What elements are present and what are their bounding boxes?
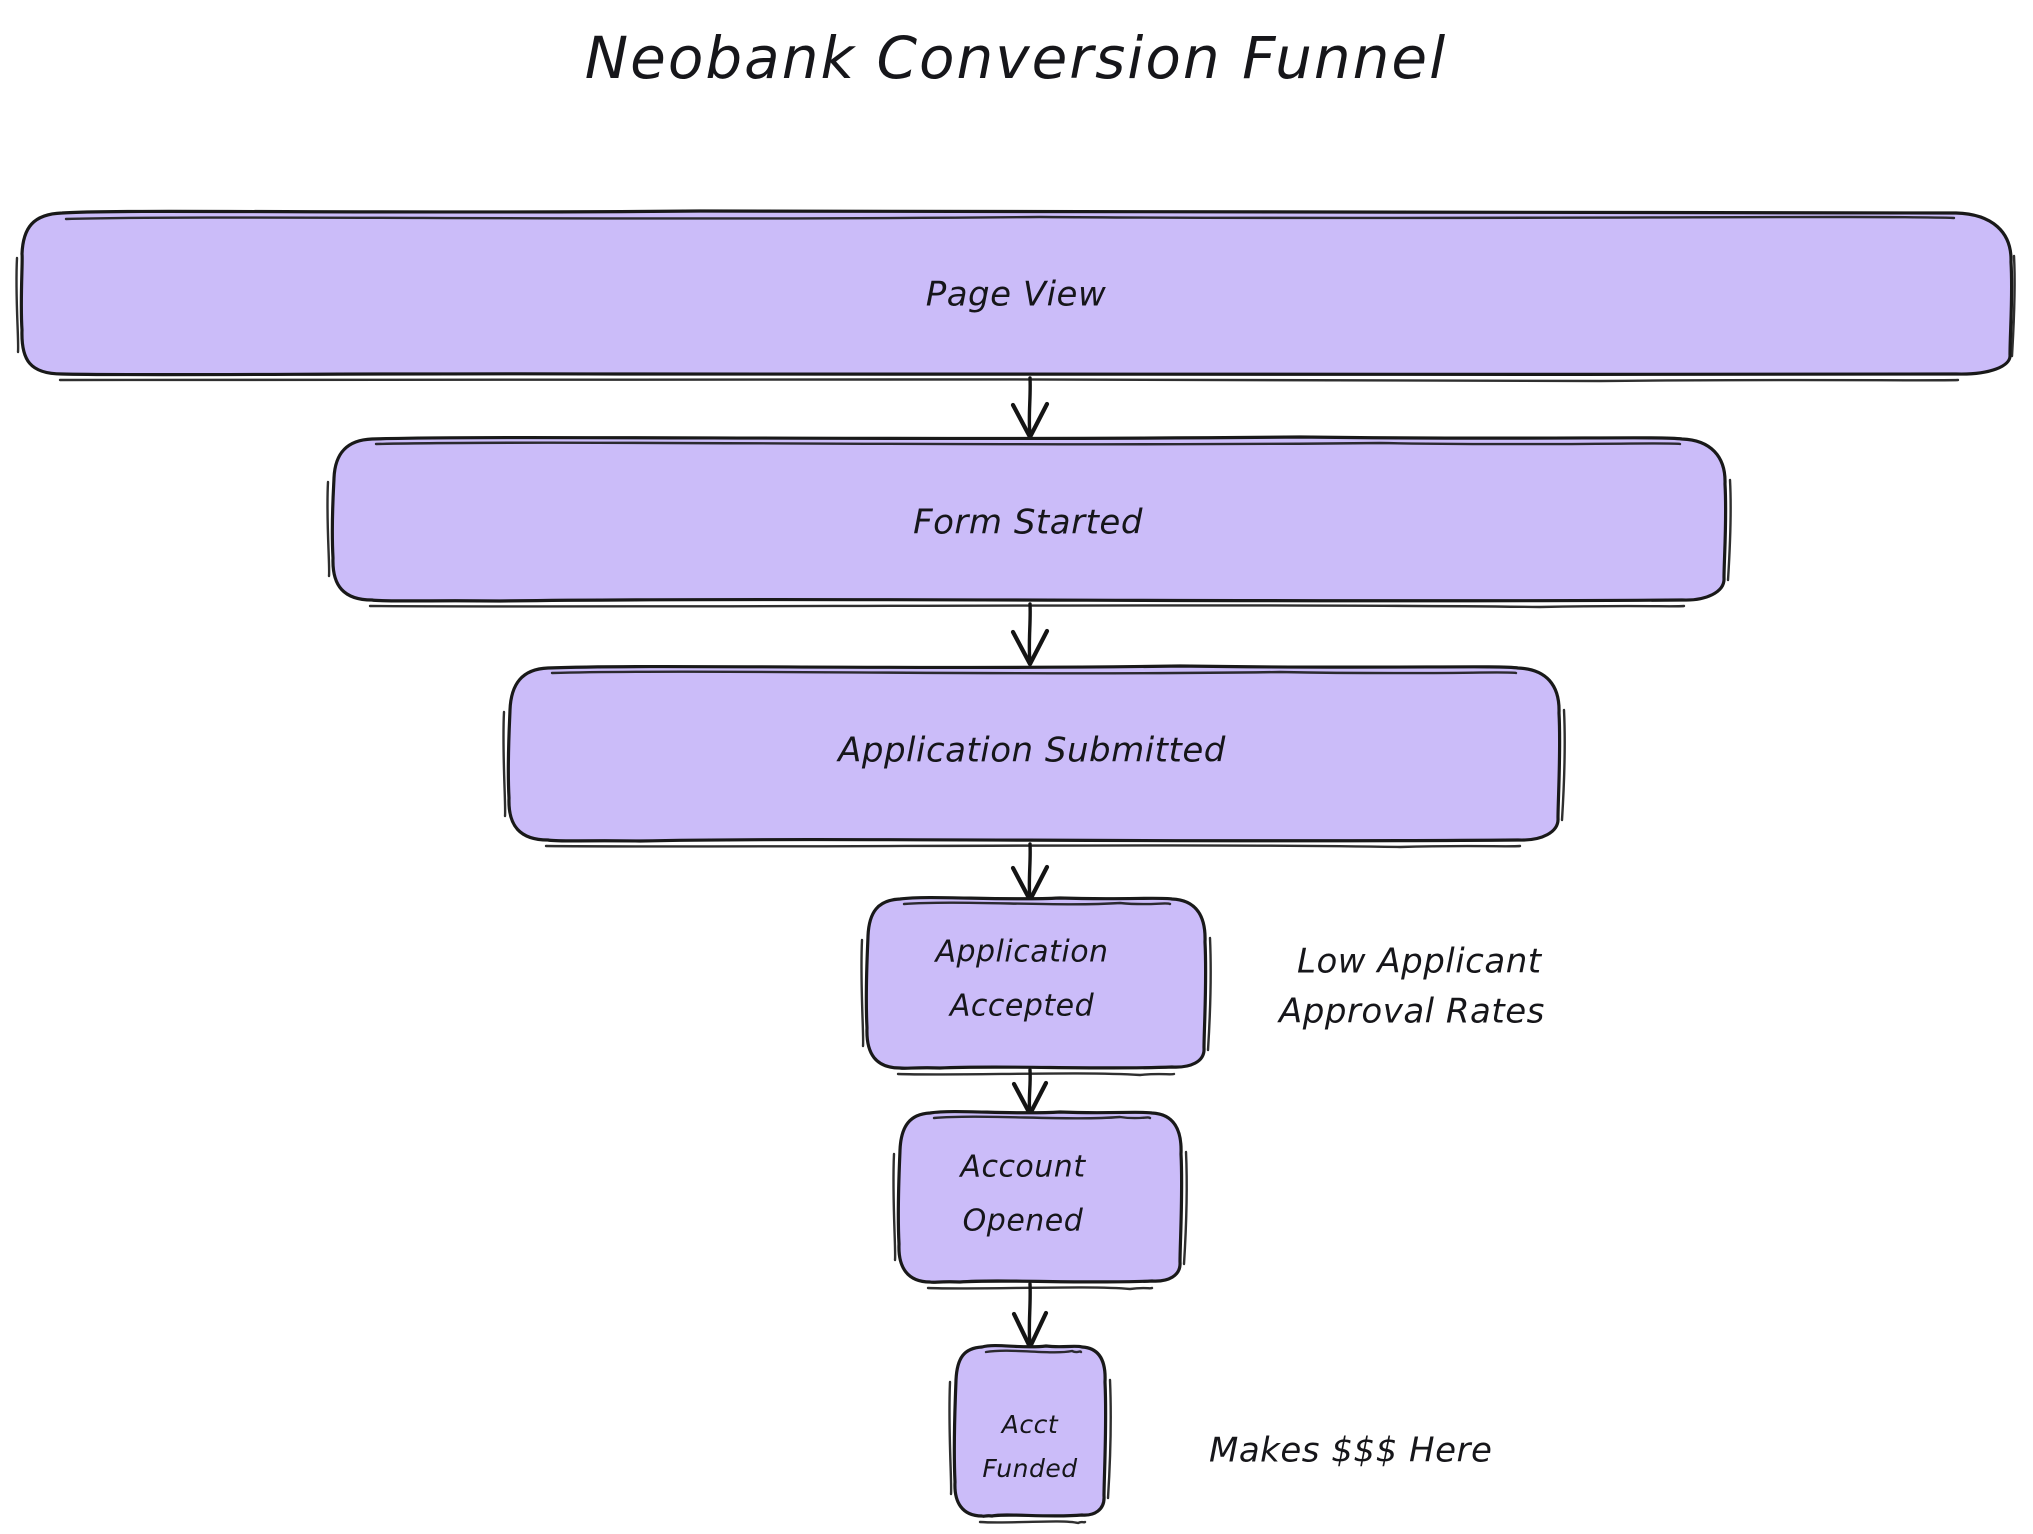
node-label-account-opened-line2: Opened	[963, 1204, 1084, 1239]
node-account-opened[interactable]: Account Opened	[892, 1109, 1188, 1291]
annotation-makes-money-here: Makes $$$ Here	[1209, 1431, 1492, 1471]
edge-account-opened-to-acct-funded	[1011, 1282, 1049, 1350]
node-acct-funded[interactable]: Acct Funded	[948, 1344, 1112, 1525]
node-page-view[interactable]: Page View	[15, 209, 2016, 383]
node-label-acct-funded-line2: Funded	[982, 1454, 1077, 1483]
node-application-submitted[interactable]: Application Submitted	[502, 664, 1566, 849]
annotation-low-approval-line2: Approval Rates	[1277, 992, 1545, 1032]
node-label-form-started: Form Started	[913, 503, 1143, 543]
edge-application-submitted-to-application-accepted	[1010, 842, 1050, 903]
node-label-application-submitted: Application Submitted	[836, 731, 1226, 771]
node-application-accepted[interactable]: Application Accepted	[860, 895, 1212, 1077]
node-form-started[interactable]: Form Started	[326, 435, 1732, 609]
node-label-application-accepted-line1: Application	[933, 935, 1108, 970]
node-label-account-opened-line1: Account	[958, 1150, 1086, 1185]
node-label-acct-funded-line1: Acct	[1000, 1410, 1059, 1439]
edge-form-started-to-application-submitted	[1010, 602, 1050, 667]
node-label-application-accepted-line2: Accepted	[948, 989, 1095, 1024]
annotation-low-approval-line1: Low Applicant	[1297, 942, 1543, 982]
page-title: Neobank Conversion Funnel	[585, 24, 1447, 92]
annotation-makes-money-text: Makes $$$ Here	[1209, 1431, 1492, 1471]
edge-page-view-to-form-started	[1010, 376, 1050, 440]
annotation-low-approval-rates: Low Applicant Approval Rates	[1277, 942, 1545, 1032]
node-label-page-view: Page View	[926, 275, 1107, 315]
edge-application-accepted-to-account-opened	[1011, 1068, 1049, 1117]
